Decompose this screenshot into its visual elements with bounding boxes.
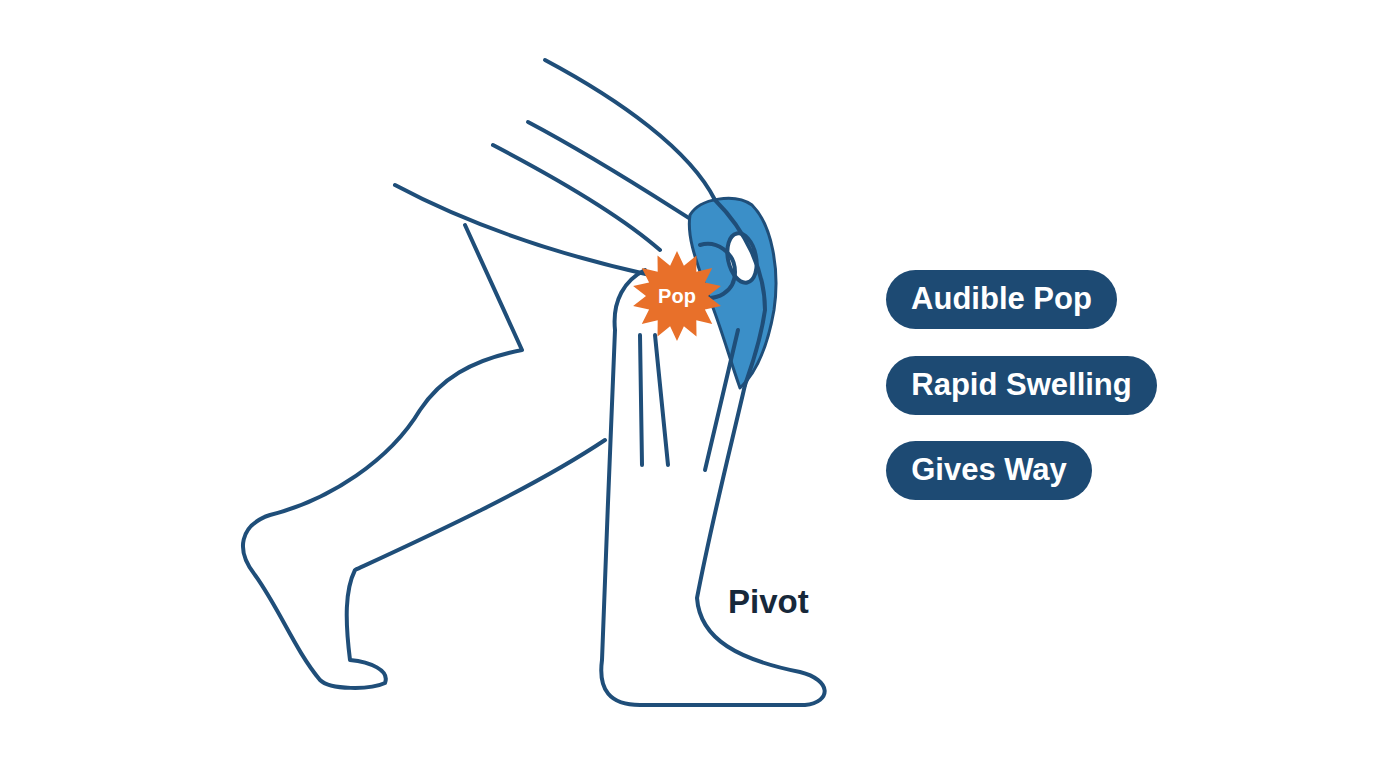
back-leg-outline <box>243 225 605 688</box>
tibia-line <box>640 335 642 465</box>
symptom-text: Audible Pop <box>911 281 1092 317</box>
starburst-fill <box>633 251 721 341</box>
symptom-pill: Rapid Swelling <box>886 356 1157 415</box>
fibula-line <box>705 330 738 470</box>
pop-starburst: Pop <box>631 250 723 342</box>
front-thigh-muscle <box>528 122 700 225</box>
symptom-pill: Gives Way <box>886 441 1092 500</box>
motion-label: Pivot <box>728 583 809 621</box>
symptom-pill: Audible Pop <box>886 270 1117 329</box>
tibia-line <box>655 335 668 465</box>
front-thigh-inner <box>493 145 660 250</box>
symptom-text: Rapid Swelling <box>911 367 1131 403</box>
back-leg-thigh <box>395 185 650 275</box>
knee-front <box>715 200 765 385</box>
shin-and-foot <box>601 270 824 705</box>
burst-text: Pop <box>658 285 696 308</box>
symptom-text: Gives Way <box>911 452 1067 488</box>
